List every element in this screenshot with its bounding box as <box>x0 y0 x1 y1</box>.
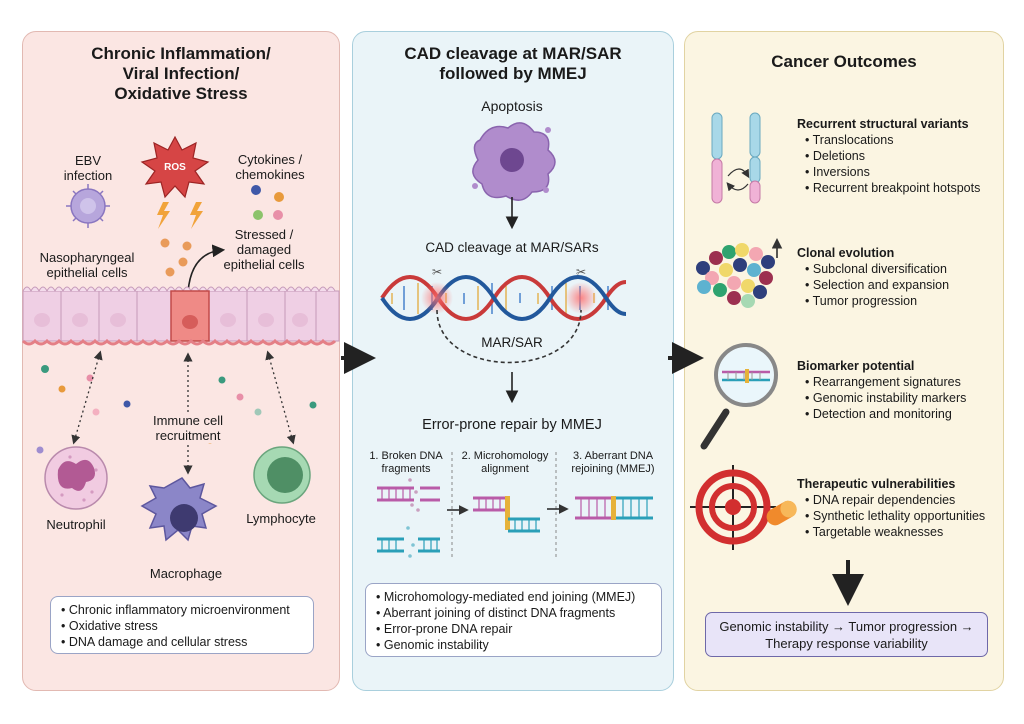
ebv-label: EBV infection <box>52 153 124 183</box>
label-line: Nasopharyngeal <box>39 250 135 265</box>
bullet-item: Translocations <box>797 132 980 148</box>
bullet-item: Oxidative stress <box>61 618 305 634</box>
bullet-item: Aberrant joining of distinct DNA fragmen… <box>376 605 653 621</box>
neutrophil-icon <box>44 446 108 510</box>
title-line: followed by MMEJ <box>439 64 587 83</box>
panel1-summary-box: Chronic inflammatory microenvironment Ox… <box>50 596 314 654</box>
mar-sar-label: MAR/SAR <box>481 335 543 350</box>
section-heading: Clonal evolution <box>797 246 895 260</box>
bullet-item: Genomic instability <box>376 637 653 653</box>
ros-label: ROS <box>164 162 186 173</box>
bullet-item: Microhomology-mediated end joining (MMEJ… <box>376 589 653 605</box>
step2-label: 2. Microhomology alignment <box>455 450 555 476</box>
epithelium <box>21 286 340 346</box>
panel2-title: CAD cleavage at MAR/SAR followed by MMEJ <box>352 44 674 84</box>
svg-text:✂: ✂ <box>432 265 442 279</box>
lymphocyte-icon <box>253 446 311 504</box>
title-line: CAD cleavage at MAR/SAR <box>404 44 622 63</box>
bullet-item: Tumor progression <box>797 293 949 309</box>
bullet-item: Synthetic lethality opportunities <box>797 508 985 524</box>
chromosome-translocation-icon <box>711 112 761 204</box>
svg-text:✂: ✂ <box>576 265 586 279</box>
aberrant-rejoining-icon <box>575 496 653 520</box>
cad-cleavage-label: CAD cleavage at MAR/SARs <box>425 240 599 255</box>
label-line: Stressed / <box>234 227 294 242</box>
bullet-item: Error-prone DNA repair <box>376 621 653 637</box>
ros-burst-icon <box>140 135 210 199</box>
stressed-cell <box>170 290 210 342</box>
nasopharyngeal-label: Nasopharyngeal epithelial cells <box>28 250 146 280</box>
label-line: epithelial cells <box>46 265 128 280</box>
bullet-item: Detection and monitoring <box>797 406 966 422</box>
bullet-item: Subclonal diversification <box>797 261 949 277</box>
step3-label: 3. Aberrant DNA rejoining (MMEJ) <box>559 450 667 476</box>
structural-variants-section: Recurrent structural variants Translocat… <box>797 116 980 196</box>
target-icon <box>690 465 776 550</box>
repair-title: Error-prone repair by MMEJ <box>422 417 602 433</box>
panel1-title: Chronic Inflammation/ Viral Infection/ O… <box>22 44 340 104</box>
bullet-item: Chronic inflammatory microenvironment <box>61 602 305 618</box>
lymphocyte-label: Lymphocyte <box>246 511 316 526</box>
bullet-item: Selection and expansion <box>797 277 949 293</box>
bullet-item: Rearrangement signatures <box>797 374 966 390</box>
immune-recruitment-label: Immune cell recruitment <box>140 413 236 443</box>
dna-helix-icon: ✂ ✂ <box>380 265 627 321</box>
label-line: 2. Microhomology <box>461 450 549 462</box>
pill-icon <box>766 500 797 526</box>
label-line: infection <box>63 168 113 183</box>
stressed-cells-label: Stressed / damaged epithelial cells <box>216 227 312 272</box>
bullet-item: Targetable weaknesses <box>797 524 985 540</box>
bullet-item: Recurrent breakpoint hotspots <box>797 180 980 196</box>
macrophage-icon <box>140 477 218 542</box>
label-line: alignment <box>481 463 529 475</box>
outcome-summary-box: Genomic instability → Tumor progression … <box>705 612 988 657</box>
label-line: 1. Broken DNA <box>369 450 443 462</box>
label-line: Cytokines / <box>237 152 303 167</box>
magnifier-icon <box>700 343 778 450</box>
summary-line: Genomic instability → Tumor progression … <box>719 619 974 634</box>
bullet-item: Genomic instability markers <box>797 390 967 406</box>
step1-label: 1. Broken DNA fragments <box>360 450 452 476</box>
macrophage-label: Macrophage <box>149 566 223 581</box>
lightning-icon <box>157 202 170 229</box>
bullet-item: DNA damage and cellular stress <box>61 634 305 650</box>
clonal-evolution-section: Clonal evolution Subclonal diversificati… <box>797 245 949 309</box>
section-heading: Recurrent structural variants <box>797 117 969 131</box>
section-heading: Biomarker potential <box>797 359 915 373</box>
panel3-title: Cancer Outcomes <box>771 52 917 71</box>
apoptosis-label: Apoptosis <box>481 98 543 114</box>
label-line: Immune cell <box>152 413 224 428</box>
summary-line: Therapy response variability <box>765 636 928 651</box>
microhomology-alignment-icon <box>473 496 540 533</box>
neutrophil-label: Neutrophil <box>46 517 106 532</box>
bullet-item: Deletions <box>797 148 980 164</box>
broken-dna-fragments-icon <box>377 478 440 558</box>
section-heading: Therapeutic vulnerabilities <box>797 477 956 491</box>
title-line: Viral Infection/ <box>122 64 240 83</box>
apoptotic-cell-icon <box>472 122 556 201</box>
label-line: fragments <box>381 463 431 475</box>
lightning-icon <box>190 202 203 229</box>
ebv-virus-icon <box>66 184 110 228</box>
label-line: rejoining (MMEJ) <box>571 463 655 475</box>
label-line: EBV <box>74 153 101 168</box>
clonal-evolution-icon <box>696 238 783 308</box>
label-line: chemokines <box>235 167 305 182</box>
cytokines-label: Cytokines / chemokines <box>224 152 316 182</box>
title-line: Oxidative Stress <box>114 84 248 103</box>
therapeutic-section: Therapeutic vulnerabilities DNA repair d… <box>797 476 985 540</box>
label-line: 3. Aberrant DNA <box>572 450 654 462</box>
bullet-item: Inversions <box>797 164 980 180</box>
biomarker-section: Biomarker potential Rearrangement signat… <box>797 358 966 422</box>
panel2-summary-box: Microhomology-mediated end joining (MMEJ… <box>365 583 662 657</box>
label-line: epithelial cells <box>223 257 305 272</box>
label-line: recruitment <box>155 428 221 443</box>
label-line: damaged <box>236 242 292 257</box>
bullet-item: DNA repair dependencies <box>797 492 985 508</box>
title-line: Chronic Inflammation/ <box>91 44 271 63</box>
